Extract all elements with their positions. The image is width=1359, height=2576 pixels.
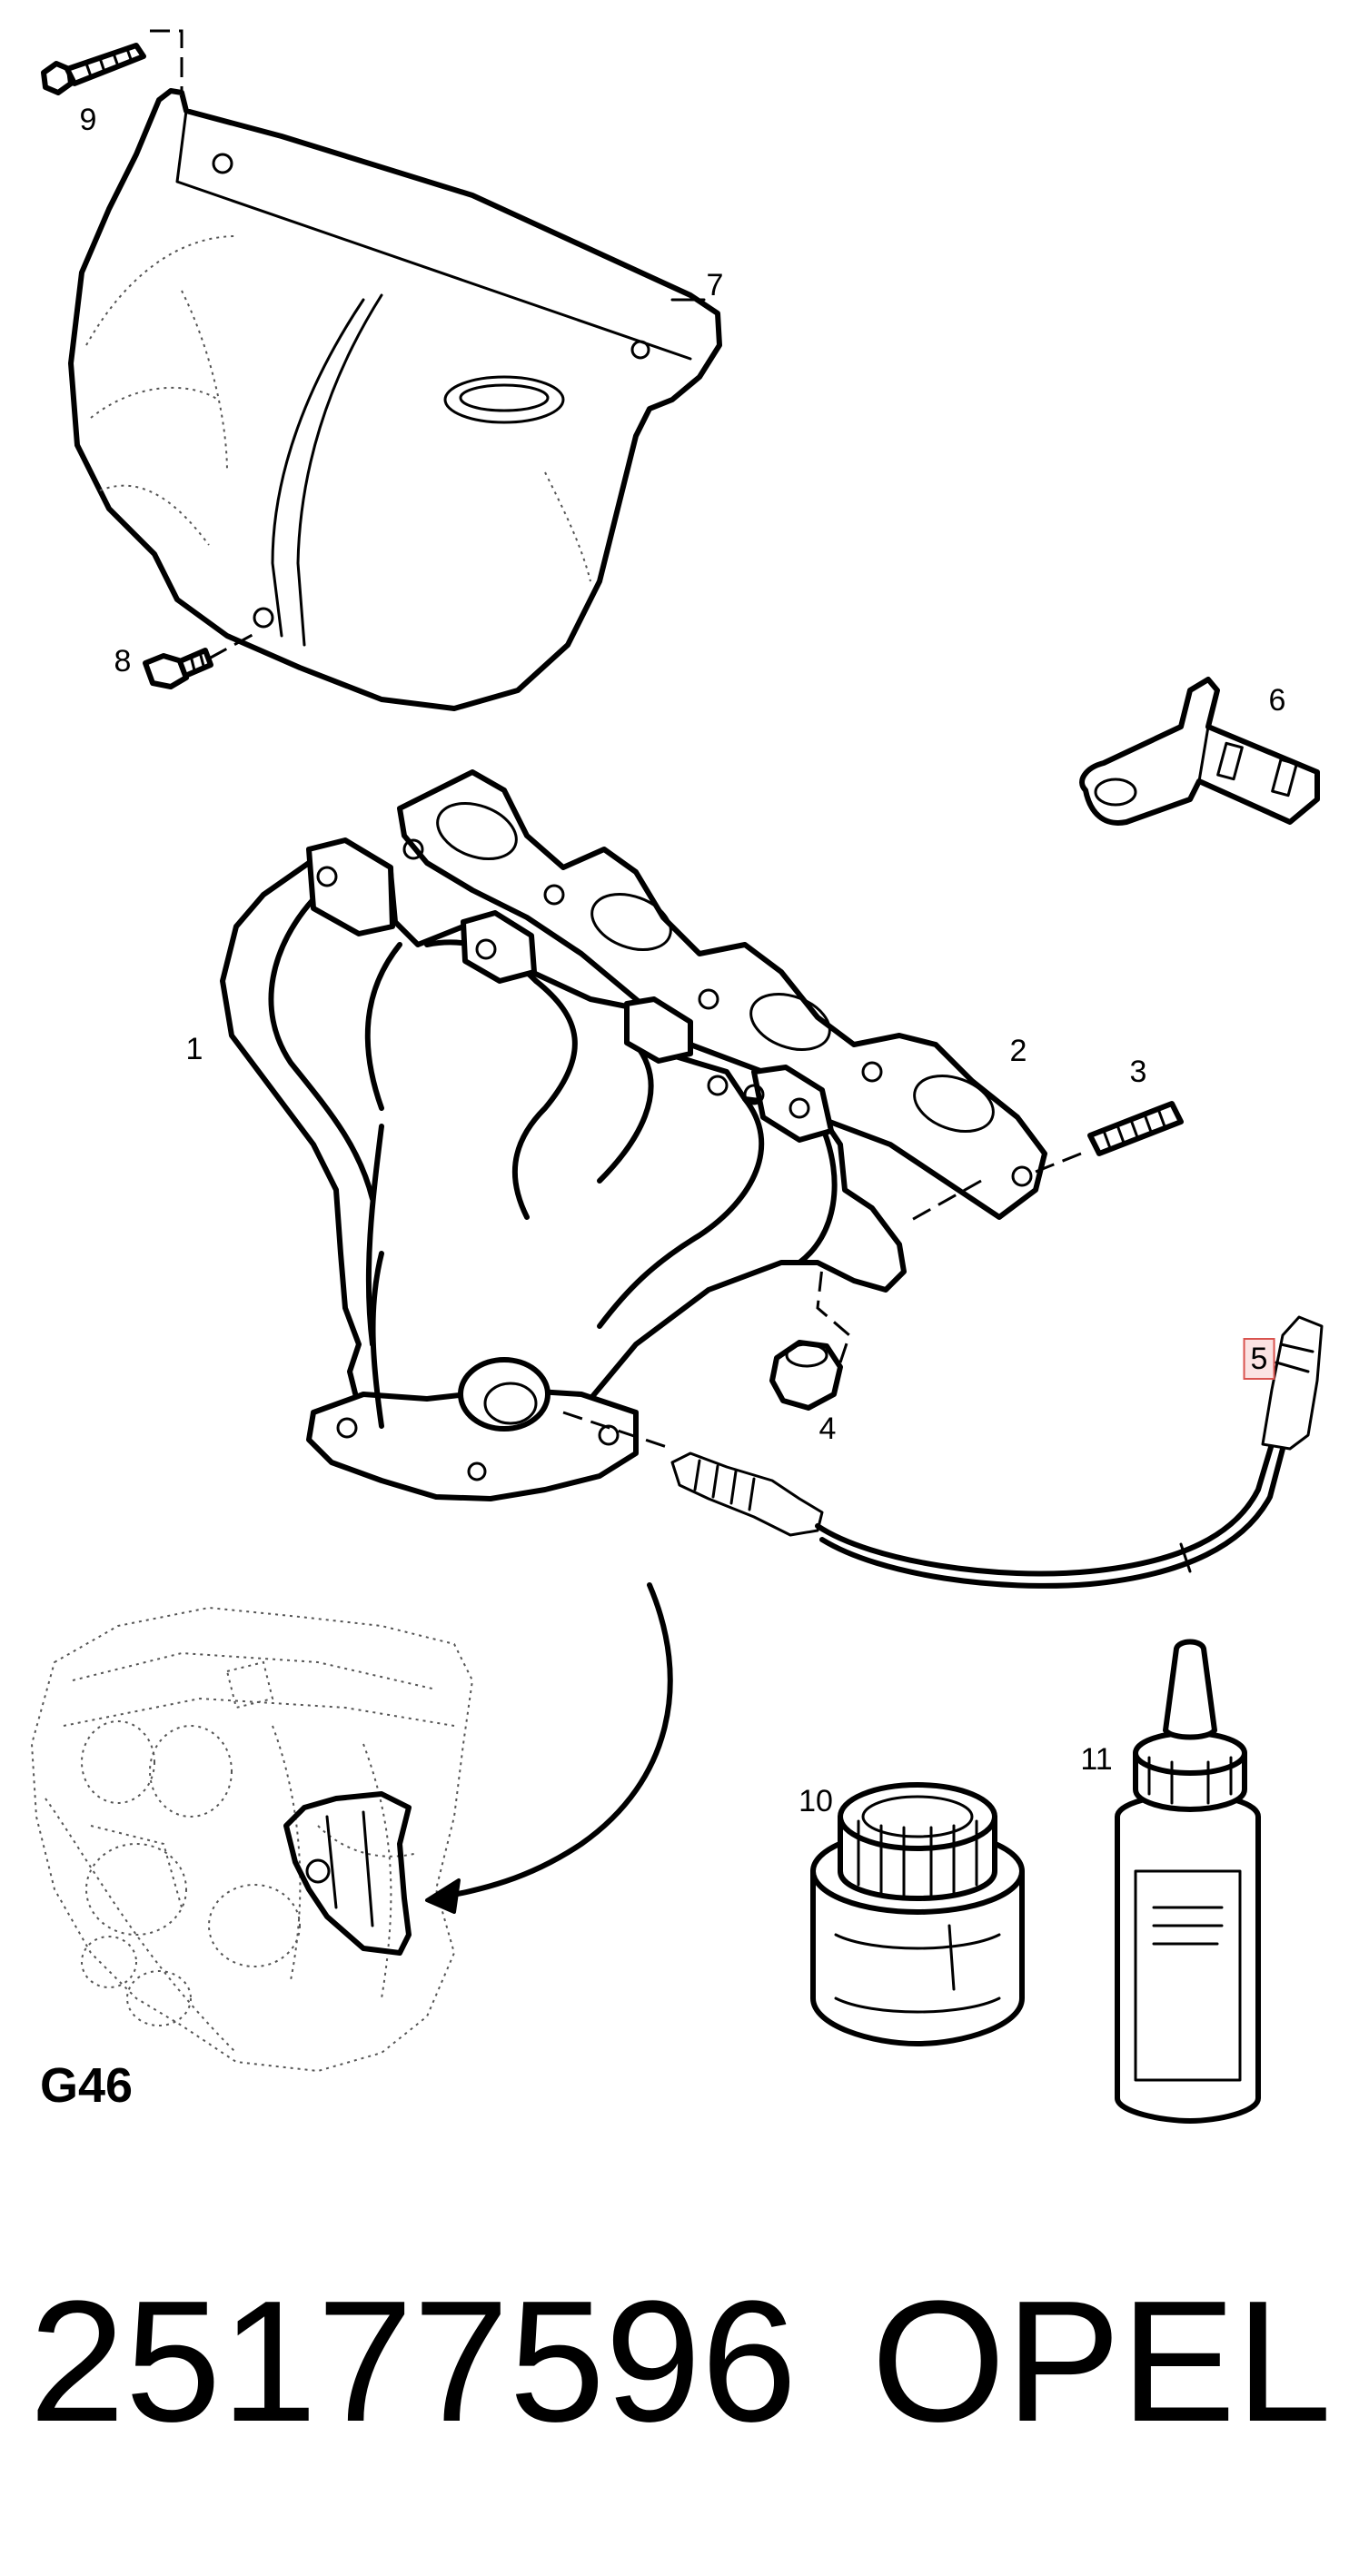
callout-2[interactable]: 2 xyxy=(1009,1034,1027,1068)
callout-5-highlighted[interactable]: 5 xyxy=(1243,1338,1275,1380)
callout-10[interactable]: 10 xyxy=(799,1784,833,1818)
nut-4-drawing xyxy=(769,1266,851,1411)
heat-shield-7-drawing xyxy=(68,88,722,711)
callout-9[interactable]: 9 xyxy=(79,103,97,137)
callout-6[interactable]: 6 xyxy=(1268,683,1286,718)
gasket-2-drawing xyxy=(397,769,1047,1220)
sealant-jar-10-drawing xyxy=(810,1782,1025,2046)
callout-3[interactable]: 3 xyxy=(1129,1055,1147,1089)
footer: 25177596 OPEL xyxy=(0,2265,1359,2458)
bolt-9-drawing xyxy=(41,29,184,159)
brand-name: OPEL xyxy=(871,2265,1332,2458)
sealant-bottle-11-drawing xyxy=(1115,1639,1261,2124)
exhaust-manifold-1-drawing xyxy=(220,837,907,1501)
callout-7[interactable]: 7 xyxy=(706,268,724,302)
bolt-8-drawing xyxy=(143,629,260,689)
engine-location-sketch xyxy=(30,1582,673,2073)
bracket-6-drawing xyxy=(1079,677,1320,826)
callout-1[interactable]: 1 xyxy=(185,1032,203,1066)
stud-3-drawing xyxy=(908,1101,1184,1224)
callout-11[interactable]: 11 xyxy=(1080,1742,1113,1777)
oxygen-sensor-5-drawing xyxy=(562,1315,1324,1589)
callout-4[interactable]: 4 xyxy=(818,1412,837,1446)
part-number: 25177596 xyxy=(29,2265,798,2458)
callout-8[interactable]: 8 xyxy=(114,644,132,679)
group-code-label: G46 xyxy=(40,2058,134,2113)
